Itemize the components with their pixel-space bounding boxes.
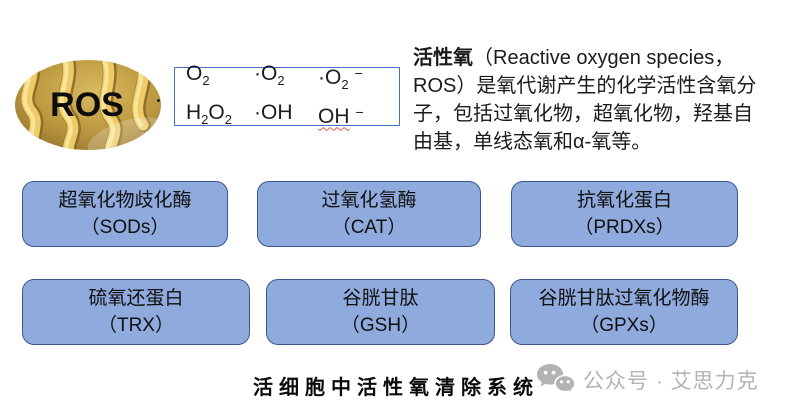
watermark-text: 公众号 · 艾思力克 (583, 370, 759, 393)
ros-formula-box: O2 ·O2 ·O2− H2O2 ·OH OH− (174, 62, 400, 128)
definition-line-1-rest: （Reactive oxygen species， (473, 47, 735, 69)
enzyme-box-gsh: 谷胱甘肽 （GSH） (266, 279, 495, 345)
definition-line-3: 子，包括过氧化物，超氧化物，羟基自 (413, 103, 753, 125)
enzyme-box-cat: 过氧化氢酶 （CAT） (257, 181, 481, 247)
enzyme-name: 超氧化物歧化酶 (58, 190, 192, 211)
formula-h2o2: H2O2 (186, 100, 232, 127)
formula-superoxide: ·O2 (254, 62, 285, 89)
formula-o2: O2 (186, 62, 210, 89)
watermark: 公众号 · 艾思力克 (536, 363, 759, 397)
ros-mitochondria-illustration: ROS (14, 59, 162, 151)
mitochondria-icon: ROS (15, 60, 161, 150)
ros-definition-text: 活性氧（Reactive oxygen species， ROS）是氧代谢产生的… (413, 44, 756, 156)
diagram-caption: 活细胞中活性氧清除系统 (253, 377, 539, 399)
definition-line-4: 由基，单线态氧和α-氧等。 (413, 131, 652, 153)
enzyme-box-sods: 超氧化物歧化酶 （SODs） (22, 181, 228, 247)
enzyme-abbr: （GPXs） (580, 315, 668, 336)
formula-superoxide-anion: ·O2− (318, 65, 363, 93)
ros-label: ROS (50, 86, 124, 124)
formula-hydroxyl-radical: ·OH (254, 100, 293, 124)
enzyme-name: 抗氧化蛋白 (576, 190, 672, 211)
enzyme-abbr: （CAT） (331, 217, 407, 238)
enzyme-abbr: （TRX） (97, 315, 174, 336)
enzyme-abbr: （PRDXs） (574, 217, 675, 238)
definition-line-1: 活性氧（Reactive oxygen species， (413, 44, 756, 72)
stray-dot (157, 99, 160, 102)
enzyme-name: 谷胱甘肽过氧化物酶 (538, 288, 710, 309)
definition-line-2: ROS）是氧代谢产生的化学活性含氧分 (413, 75, 757, 97)
enzyme-box-prdxs: 抗氧化蛋白 （PRDXs） (511, 181, 738, 247)
enzyme-name: 谷胱甘肽 (342, 288, 419, 309)
formula-hydroxide: OH− (318, 103, 364, 128)
enzyme-abbr: （GSH） (340, 315, 421, 336)
enzyme-box-trx: 硫氧还蛋白 （TRX） (22, 279, 250, 345)
definition-lead-bold: 活性氧 (413, 47, 473, 69)
wechat-icon (537, 364, 576, 395)
enzyme-name: 过氧化氢酶 (321, 190, 417, 211)
enzyme-box-gpxs: 谷胱甘肽过氧化物酶 （GPXs） (510, 279, 738, 345)
enzyme-name: 硫氧还蛋白 (88, 288, 184, 309)
enzyme-abbr: （SODs） (80, 217, 170, 238)
